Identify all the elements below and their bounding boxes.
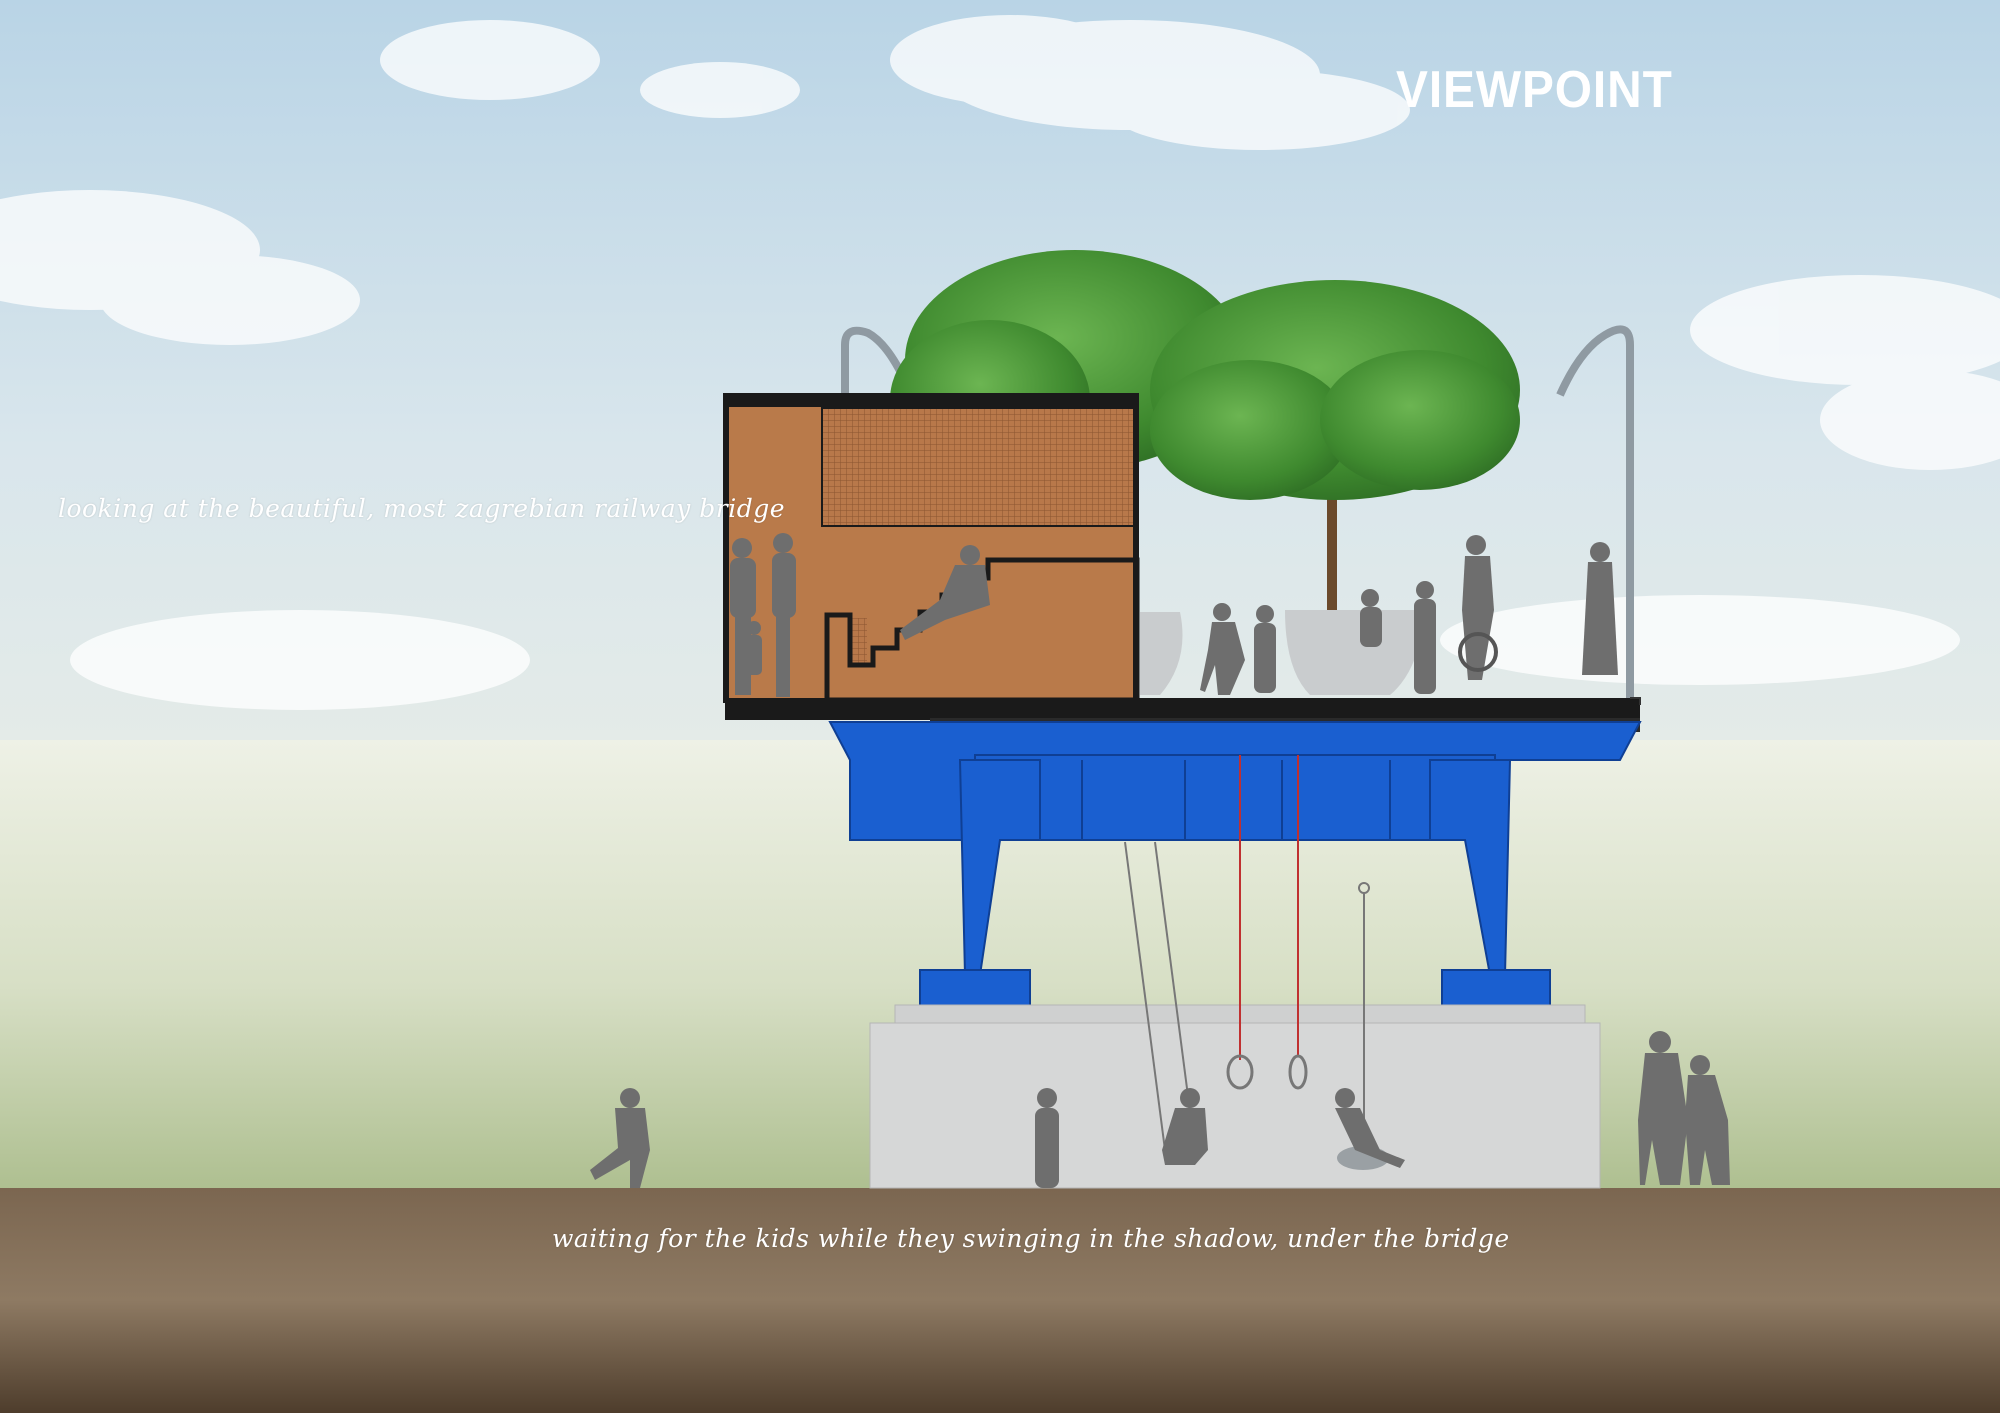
planters (1140, 610, 1425, 695)
person-group-ground (590, 1031, 1730, 1188)
person-group-deck (1200, 535, 1618, 695)
swings (1124, 755, 1389, 1170)
caption-top: looking at the beautiful, most zagrebian… (58, 494, 785, 523)
page-title: VIEWPOINT (1396, 61, 1673, 119)
caption-bottom: waiting for the kids while they swinging… (552, 1224, 1510, 1253)
ground (0, 1188, 2000, 1413)
concrete-pier (869, 1004, 1601, 1189)
street-lamps (841, 325, 1634, 700)
person-group-pavilion-left (730, 533, 796, 697)
bridge-joints (1081, 760, 1391, 840)
clouds (0, 15, 2000, 710)
people (590, 533, 1730, 1188)
pavilion (723, 393, 1140, 703)
bridge-steel-frame (828, 721, 1642, 1007)
person-sitting-stairs (900, 545, 990, 640)
